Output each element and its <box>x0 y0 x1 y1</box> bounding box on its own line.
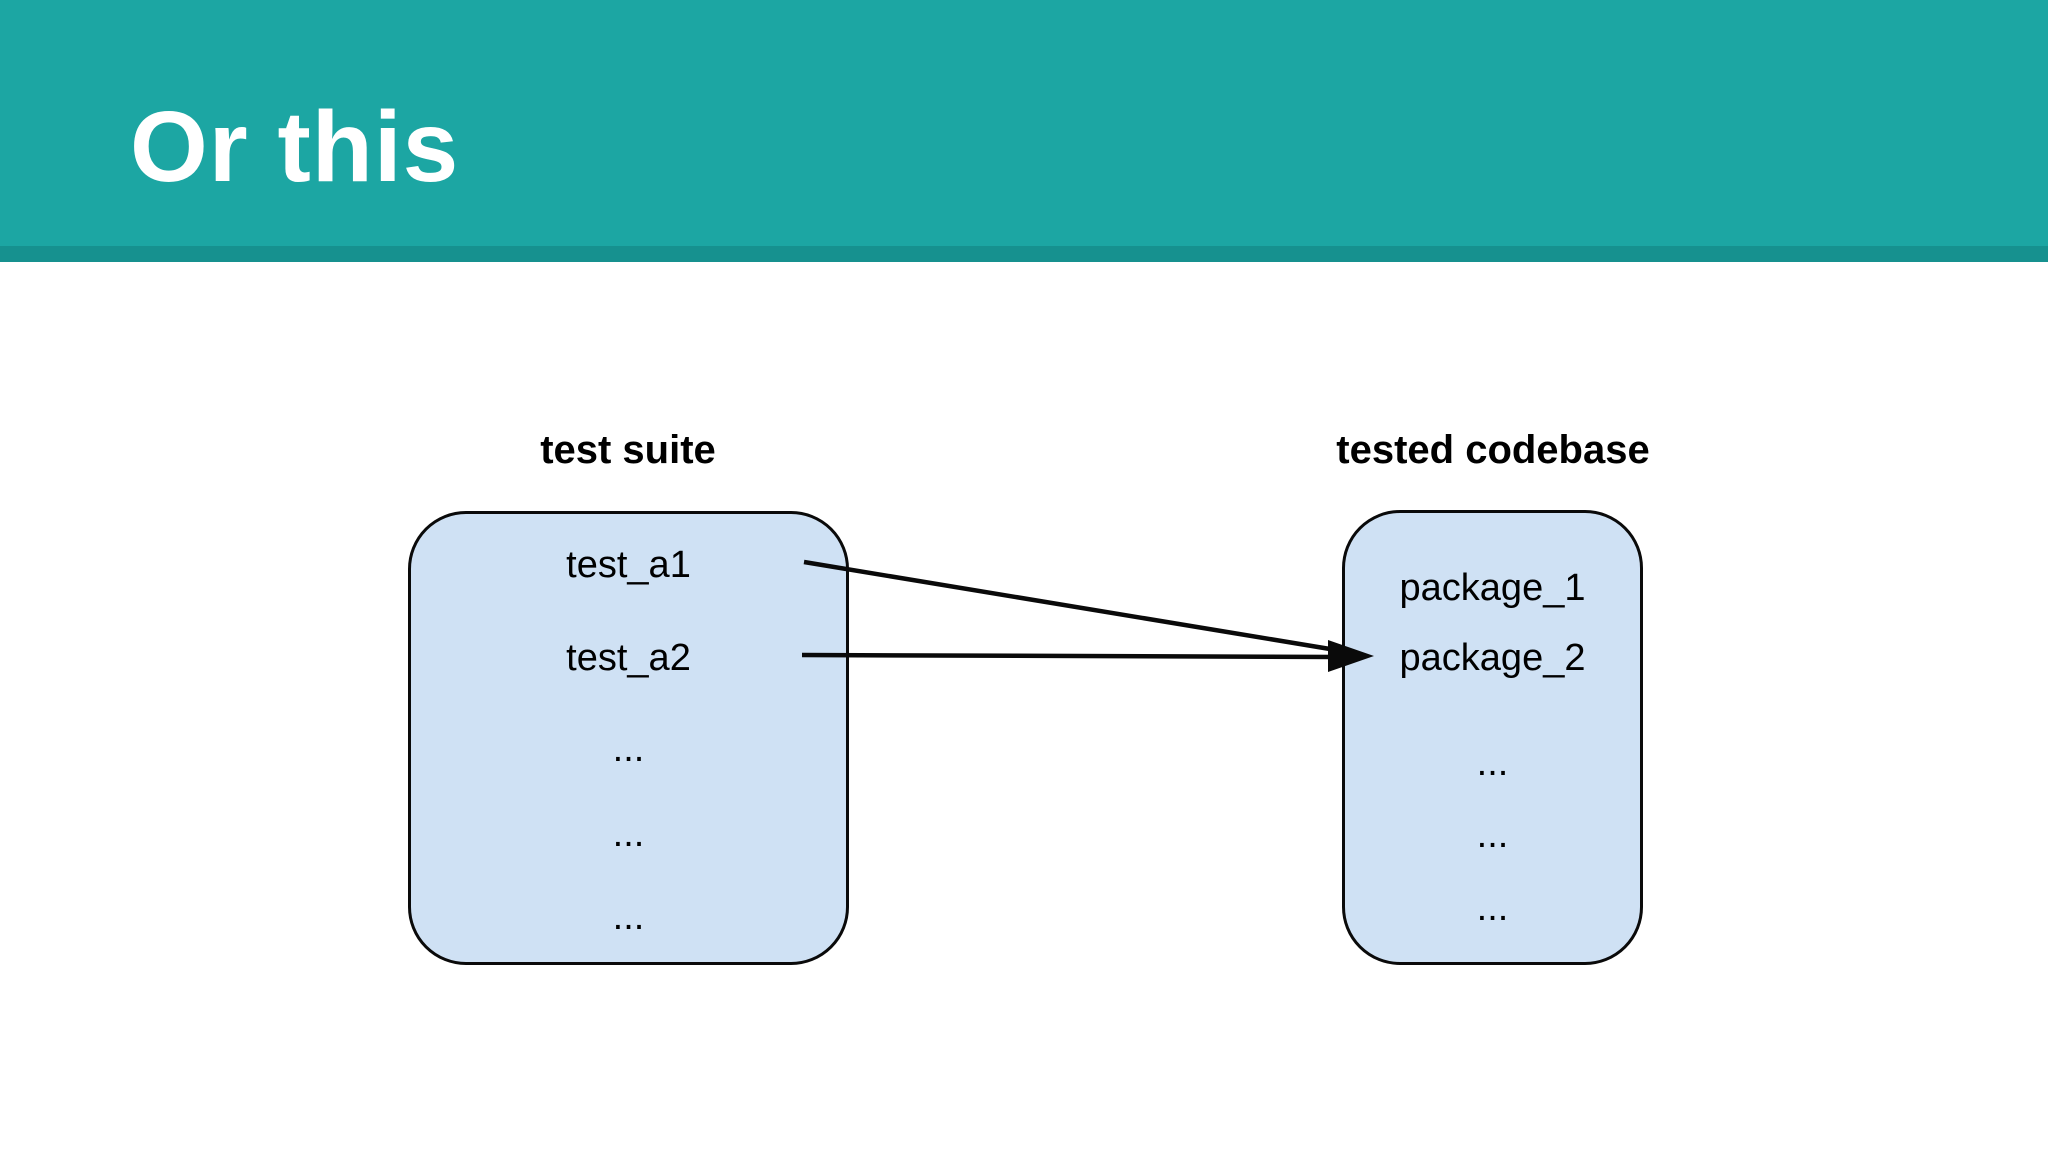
arrow-test-a1-to-package-2 <box>803 559 1337 653</box>
list-item-ellipsis: ... <box>1476 814 1509 856</box>
list-item-ellipsis: ... <box>1476 742 1509 784</box>
list-item-ellipsis: ... <box>612 813 645 855</box>
test-suite-title: test suite <box>540 428 716 472</box>
tested-codebase-box: package_1 package_2 ... ... ... <box>1342 510 1643 965</box>
list-item-test-a2: test_a2 <box>566 637 691 679</box>
header-accent-strip <box>0 246 2048 262</box>
list-item-package-2: package_2 <box>1399 637 1586 679</box>
slide-title: Or this <box>130 91 460 203</box>
tested-codebase-title: tested codebase <box>1336 428 1650 472</box>
list-item-test-a1: test_a1 <box>566 544 691 586</box>
list-item-ellipsis: ... <box>612 728 645 770</box>
arrow-test-a2-to-package-2 <box>801 652 1337 660</box>
list-item-package-1: package_1 <box>1399 567 1586 609</box>
test-suite-box: test_a1 test_a2 ... ... ... <box>408 511 849 965</box>
slide-header <box>0 0 2048 246</box>
list-item-ellipsis: ... <box>612 896 645 938</box>
list-item-ellipsis: ... <box>1476 887 1509 929</box>
